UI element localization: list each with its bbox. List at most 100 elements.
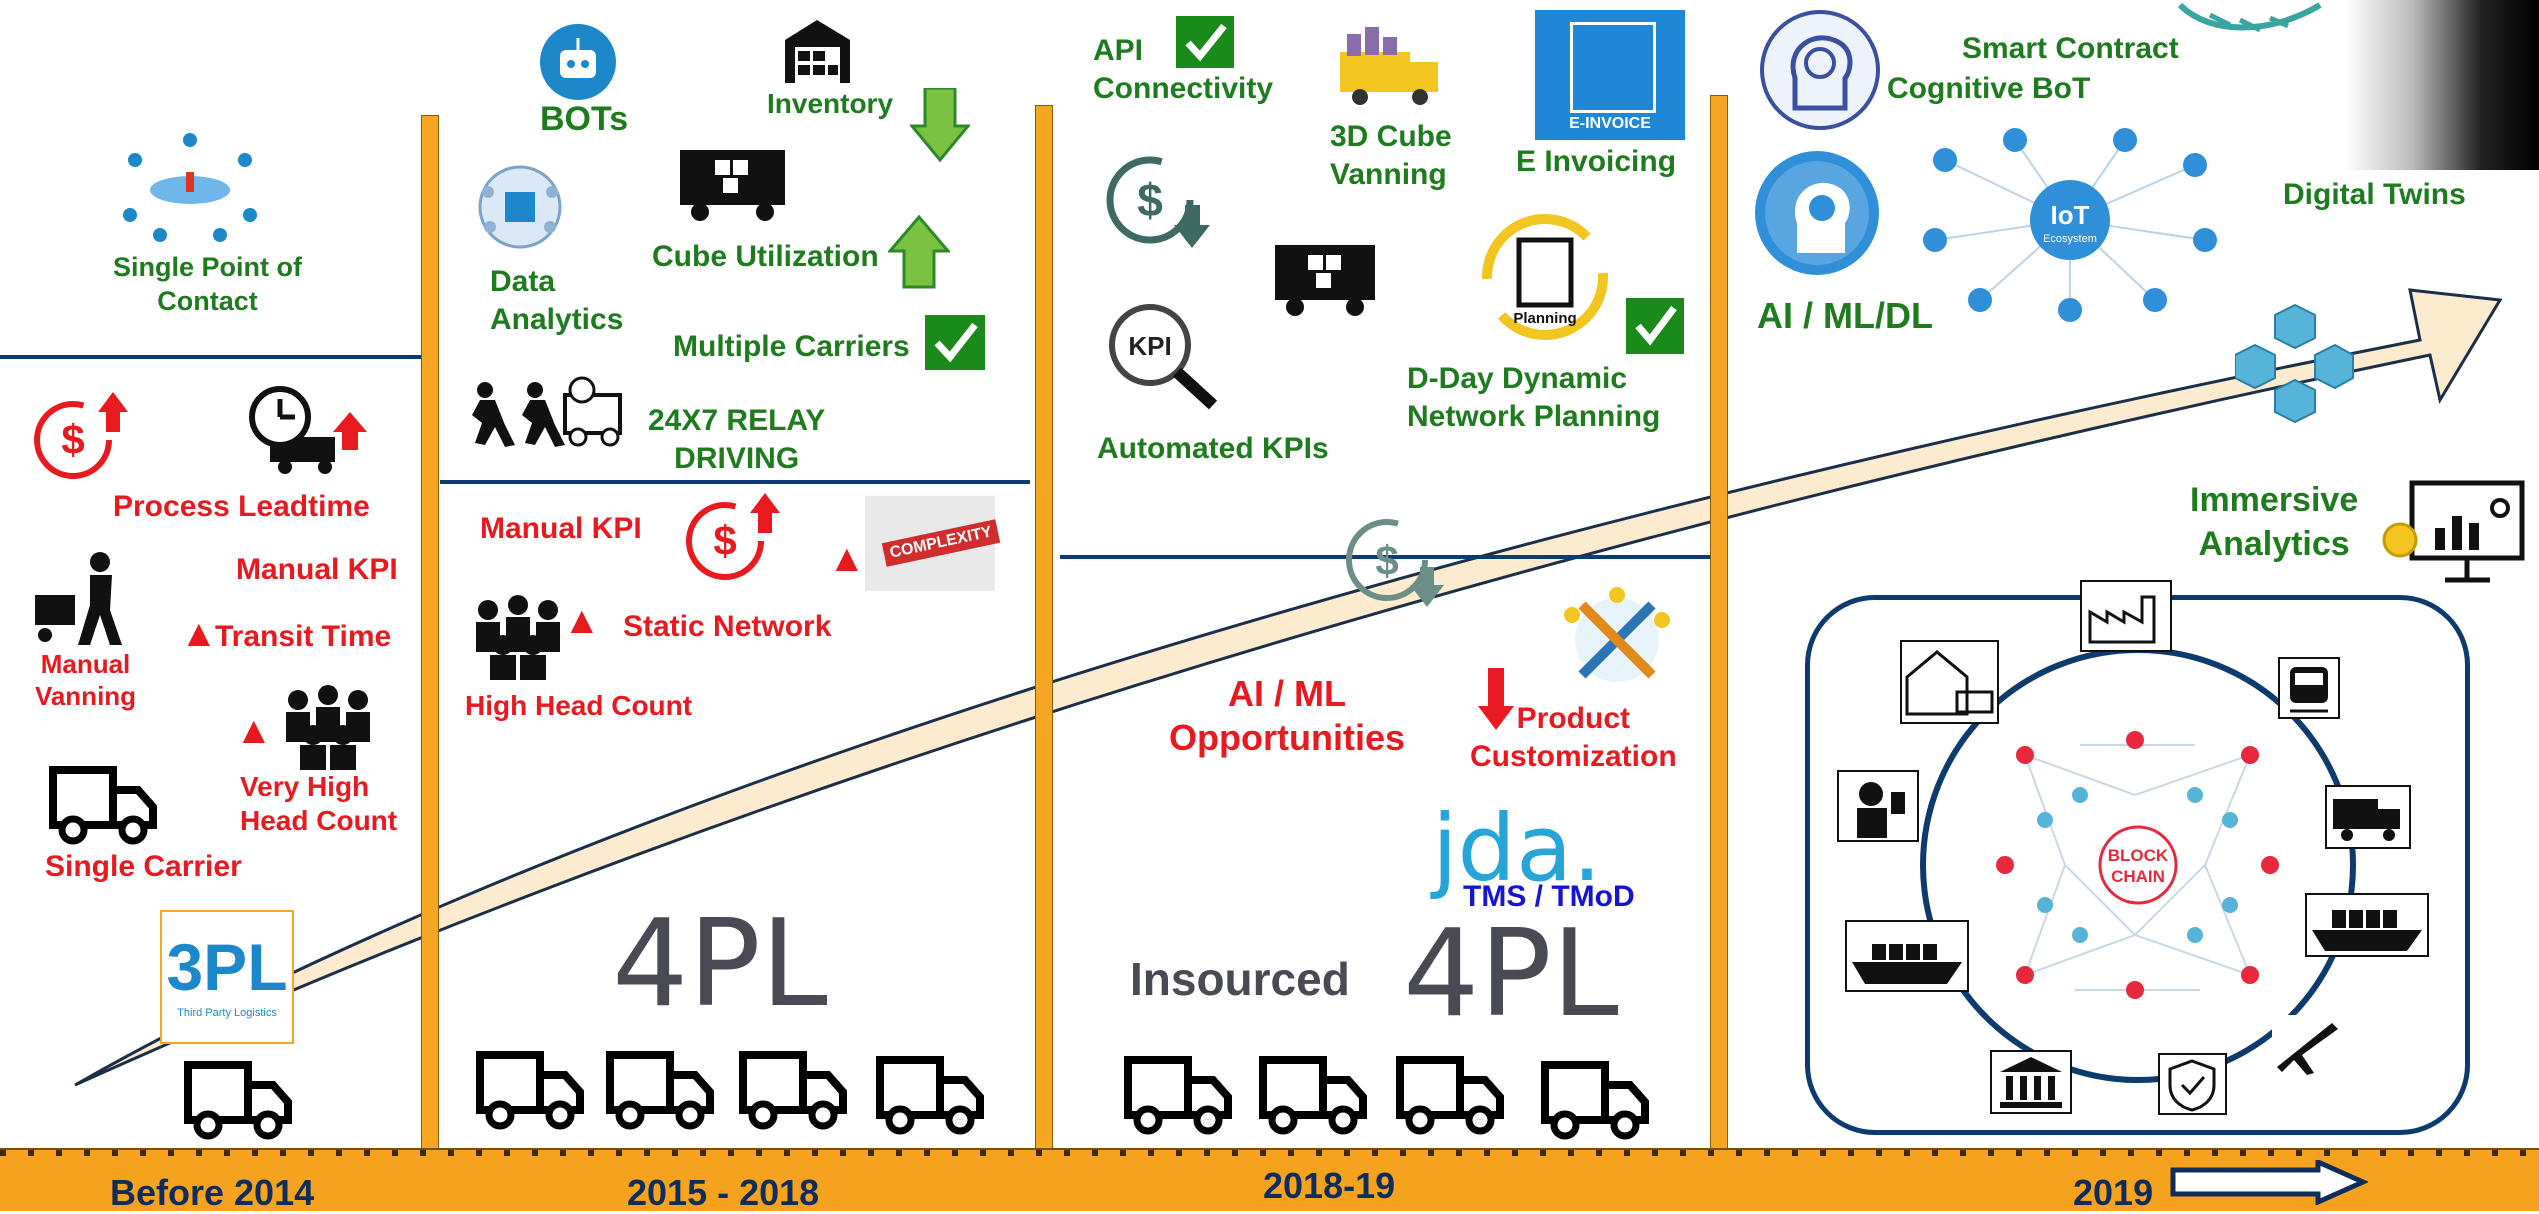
einvoice-badge-text: E-INVOICE: [1569, 115, 1651, 132]
iot-sub-text: Ecosystem: [2043, 233, 2097, 245]
static-network-label: Static Network: [623, 610, 832, 643]
timeline-bar: [0, 1148, 2539, 1211]
svg-text:$: $: [61, 416, 84, 463]
timeline-label-2015-2018: 2015 - 2018: [627, 1172, 820, 1213]
immersive-analytics-label: Immersive Analytics: [2190, 481, 2359, 563]
arrow-up-icon: ▲: [563, 600, 601, 642]
complexity-image: COMPLEXITY: [865, 496, 1001, 591]
crowd-icon: [286, 685, 370, 770]
complexity-text: COMPLEXITY: [881, 519, 1001, 567]
ai-ml-dl-label: AI / ML/DL: [1757, 295, 1933, 336]
relay-driving-label: 24X7 RELAY DRIVING: [648, 404, 826, 475]
cost-down-icon: $: [1106, 156, 1210, 248]
truck-icon: [184, 1061, 292, 1140]
cost-up-icon: $: [686, 493, 780, 580]
arrow-down-icon: [1478, 668, 1514, 730]
smart-contract-label: Smart Contract: [1962, 32, 2179, 65]
tools-icon: [1564, 587, 1670, 682]
einvoice-icon: E-INVOICE: [1535, 10, 1685, 140]
data-globe-icon: [478, 165, 562, 249]
digital-twins-label: Digital Twins: [2283, 178, 2466, 211]
timeline-label-2019: 2019: [2073, 1172, 2154, 1213]
jda-logo: jda.: [1432, 795, 1602, 902]
api-connectivity-label: API Connectivity: [1093, 34, 1274, 105]
3pl-logo-text: 3PL: [166, 930, 288, 1004]
shield-icon: [2158, 1053, 2227, 1115]
divider-line-col3: [1060, 555, 1710, 559]
manual-vanning-label: Manual Vanning: [34, 649, 137, 711]
cargo-ship-icon: [1845, 920, 1969, 992]
warehouse-icon: [785, 20, 850, 83]
warehouse-truck-icon: [1900, 640, 1999, 724]
airplane-icon: [2272, 1015, 2342, 1077]
ai-brain-icon: [1755, 151, 1879, 275]
separator-bar-1: [421, 115, 439, 1152]
cube-truck-icon: [1340, 27, 1438, 105]
blockchain-cubes-icon: [2235, 303, 2354, 424]
timeline-label-2018-19: 2018-19: [1263, 1165, 1396, 1206]
separator-bar-2: [1035, 105, 1053, 1152]
bots-label: BOTs: [540, 100, 629, 138]
check-icon: [925, 315, 985, 370]
inventory-label: Inventory: [767, 88, 894, 119]
svg-text:$: $: [713, 517, 736, 564]
timeline-arrow-icon: [2170, 1160, 2368, 1205]
check-icon: [1176, 16, 1234, 68]
planning-cycle-icon: Planning: [1482, 214, 1608, 340]
arrow-down-icon: [910, 88, 970, 163]
train-icon: [2278, 657, 2340, 719]
iot-ecosystem-icon: IoT Ecosystem: [1923, 128, 2217, 322]
robot-icon: [540, 24, 616, 100]
arrow-up-icon: ▲: [180, 613, 218, 655]
divider-line-col2: [440, 480, 1030, 484]
kpi-magnifier-icon: KPI: [1109, 304, 1218, 410]
factory-icon: [2080, 580, 2172, 652]
3pl-logo-subtitle: Third Party Logistics: [177, 1007, 277, 1019]
cargo-ship-icon: [2305, 893, 2429, 957]
iot-badge-text: IoT: [2051, 200, 2090, 230]
truck-icon: [876, 1056, 984, 1135]
svg-text:$: $: [1137, 174, 1163, 226]
divider-line-col1: [0, 355, 430, 359]
planning-badge-text: Planning: [1513, 310, 1576, 327]
kpi-badge-text: KPI: [1128, 331, 1171, 361]
4pl-logo: 4PL: [612, 895, 828, 1034]
product-customization-label: Product Customization: [1470, 702, 1677, 773]
ai-ml-opportunities-label: AI / ML Opportunities: [1169, 673, 1405, 758]
svg-text:$: $: [1375, 537, 1398, 584]
truck-icon: [49, 766, 157, 845]
delivery-truck-icon: [2325, 785, 2411, 849]
truck-icon: [606, 1051, 714, 1130]
arrow-up-icon: [888, 215, 950, 289]
process-leadtime-label: Process Leadtime: [113, 490, 370, 523]
single-carrier-label: Single Carrier: [45, 850, 242, 883]
cube-vanning-label: 3D Cube Vanning: [1330, 120, 1452, 191]
transit-time-label: Transit Time: [215, 620, 392, 653]
cognitive-head-icon: [1760, 10, 1880, 130]
cargo-truck-icon: [680, 150, 785, 221]
cube-utilization-label: Cube Utilization: [652, 240, 879, 273]
manual-vanning-icon: [35, 552, 122, 645]
timeline-label-before-2014: Before 2014: [110, 1172, 315, 1213]
3pl-logo: 3PL Third Party Logistics: [160, 910, 294, 1044]
separator-bar-3: [1710, 95, 1728, 1152]
handshake-icon: [2177, 2, 2322, 33]
data-analytics-label: Data Analytics: [490, 265, 624, 336]
high-headcount-label: High Head Count: [465, 690, 693, 721]
cost-up-icon: $: [34, 392, 128, 479]
arrow-up-icon: ▲: [235, 710, 273, 752]
multiple-carriers-label: Multiple Carriers: [673, 330, 910, 363]
truck-icon: [739, 1051, 847, 1130]
bank-icon: [1990, 1050, 2072, 1114]
cost-down-icon: $: [1346, 519, 1444, 607]
relay-runners-icon: [472, 376, 622, 447]
dday-planning-label: D-Day Dynamic Network Planning: [1407, 362, 1661, 433]
truck-icon: [1124, 1056, 1232, 1135]
cargo-truck-icon: [1275, 245, 1375, 316]
very-high-headcount-label: Very High Head Count: [240, 771, 398, 836]
insourced-label: Insourced: [1130, 953, 1350, 1005]
clock-truck-icon: [249, 386, 367, 474]
truck-icon: [1541, 1061, 1649, 1140]
truck-icon: [476, 1051, 584, 1130]
